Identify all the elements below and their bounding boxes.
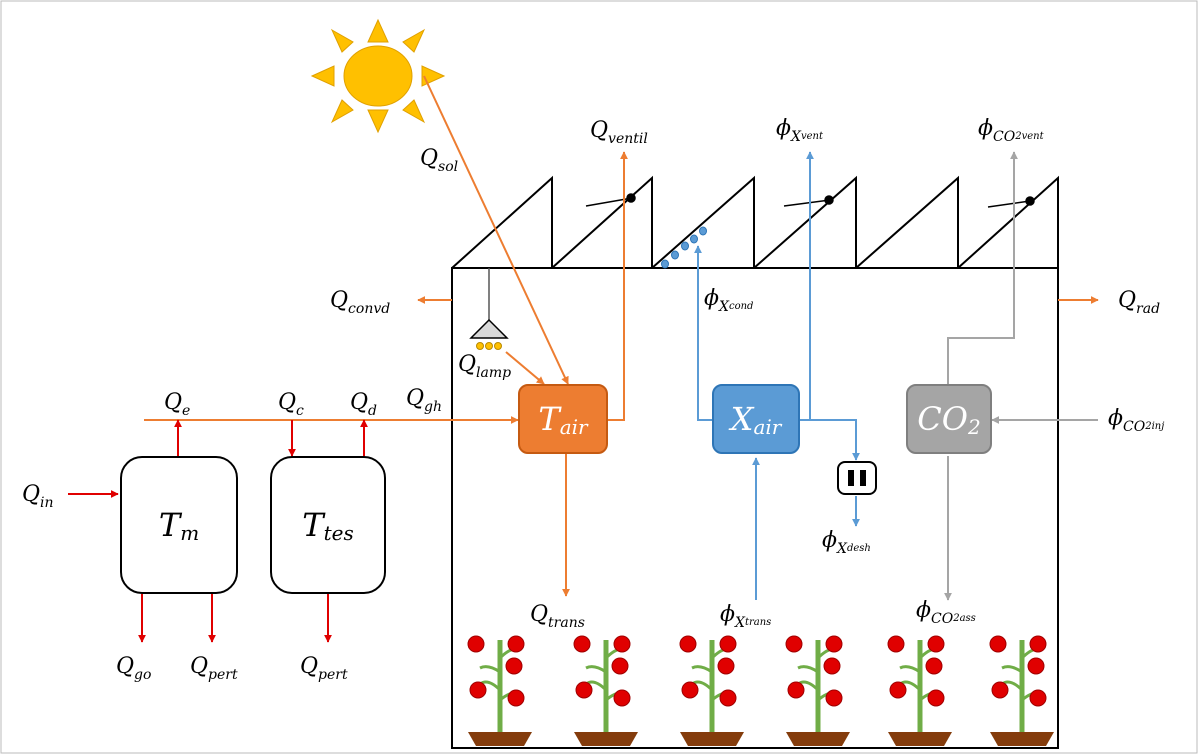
- lamp-icon: [469, 268, 509, 350]
- tomato-plant: [574, 636, 638, 746]
- tomato-plant: [888, 636, 952, 746]
- flow-lamp: [505, 351, 545, 385]
- label-q-gh: Qgh: [406, 386, 443, 415]
- t-air-sub: air: [559, 415, 588, 439]
- flow-co2-vent: [947, 151, 1018, 384]
- x-air-sub: air: [753, 415, 782, 439]
- tomato-plant: [467, 635, 532, 746]
- flow-sol: [423, 75, 569, 385]
- label-phi-x-desh: ϕXdesh: [822, 528, 871, 557]
- co2-sub: 2: [967, 415, 981, 439]
- label-phi-x-trans: ϕXtrans: [720, 602, 772, 631]
- condensation-droplets: [661, 226, 707, 269]
- sun-icon: [310, 18, 446, 134]
- label-q-in: Qin: [22, 482, 54, 511]
- tomato-plant: [680, 636, 744, 746]
- label-q-ventil: Qventil: [590, 118, 648, 147]
- label-q-pert-tes: Qpert: [300, 654, 348, 683]
- label-phi-co2-inj: ϕCO2inj: [1108, 406, 1165, 435]
- label-q-e: Qe: [164, 390, 191, 419]
- label-phi-x-cond: ϕXcond: [704, 286, 754, 315]
- label-q-convd: Qconvd: [330, 288, 391, 317]
- flow-cond: [694, 245, 712, 421]
- tomato-plants: [467, 635, 1054, 746]
- greenhouse-outline: [451, 175, 1059, 749]
- x-air-main: X: [730, 400, 754, 438]
- tomato-plant: [786, 636, 850, 746]
- label-q-rad: Qrad: [1118, 288, 1161, 317]
- dehumidifier-icon: [837, 461, 877, 495]
- label-q-c: Qc: [278, 390, 304, 419]
- label-q-lamp: Qlamp: [458, 352, 512, 381]
- label-phi-co2-vent: ϕCO2vent: [978, 116, 1044, 145]
- t-tes-sub: tes: [323, 521, 354, 545]
- label-q-sol: Qsol: [420, 146, 459, 175]
- label-q-pert-m: Qpert: [190, 654, 238, 683]
- flow-desh-in: [800, 419, 860, 461]
- t-air-main: T: [538, 400, 560, 438]
- label-q-go: Qgo: [116, 654, 152, 683]
- label-q-trans: Qtrans: [530, 602, 585, 631]
- label-phi-co2-ass: ϕCO2ass: [916, 598, 976, 627]
- label-phi-x-vent: ϕXvent: [776, 116, 823, 145]
- tomato-plant: [990, 636, 1054, 746]
- label-q-d: Qd: [350, 390, 378, 419]
- co2-main: CO: [917, 400, 968, 438]
- t-m-sub: m: [180, 521, 200, 545]
- flow-ventil: [608, 151, 628, 421]
- t-m-main: T: [158, 506, 181, 544]
- t-tes-main: T: [302, 506, 324, 544]
